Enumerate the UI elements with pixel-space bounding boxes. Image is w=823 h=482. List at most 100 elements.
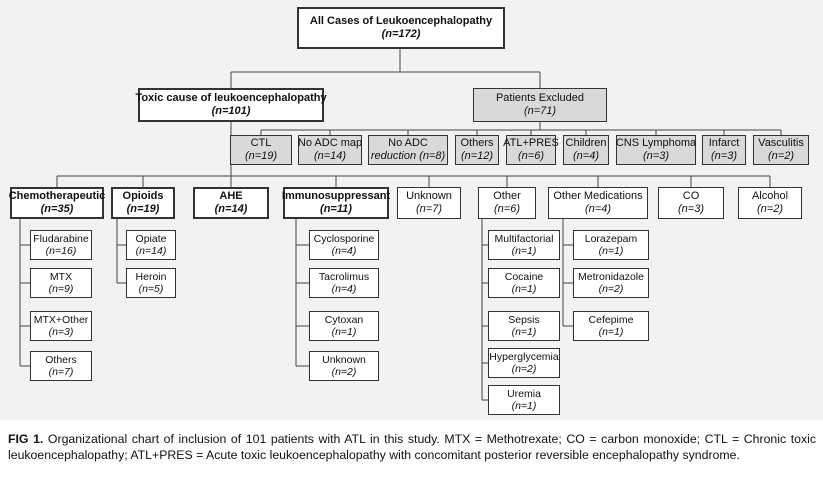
node-excluded-cns-lymphoma-label: CNS Lymphoma bbox=[615, 137, 697, 149]
node-ahe: AHE (n=14) bbox=[193, 187, 269, 219]
node-cocaine: Cocaine (n=1) bbox=[488, 268, 560, 298]
node-lorazepam: Lorazepam (n=1) bbox=[573, 230, 649, 260]
node-opiate: Opiate (n=14) bbox=[126, 230, 176, 260]
node-cefepime-label: Cefepime bbox=[588, 314, 634, 326]
node-all-cases-label: All Cases of Leukoencephalopathy bbox=[309, 15, 493, 27]
node-cytoxan-count: (n=1) bbox=[331, 326, 357, 338]
node-toxic-cause-count: (n=101) bbox=[211, 105, 251, 117]
figure-caption: FIG 1. Organizational chart of inclusion… bbox=[8, 431, 816, 463]
node-immuno-unknown-label: Unknown bbox=[322, 354, 366, 366]
node-other-label: Other bbox=[493, 190, 521, 202]
node-excluded-ctl-count: (n=19) bbox=[244, 150, 278, 162]
node-immunosuppressant-count: (n=11) bbox=[320, 203, 352, 215]
node-other-medications-count: (n=4) bbox=[585, 203, 611, 215]
node-sepsis: Sepsis (n=1) bbox=[488, 311, 560, 341]
node-excluded-vasculitis: Vasculitis (n=2) bbox=[753, 135, 809, 165]
node-lorazepam-label: Lorazepam bbox=[584, 233, 638, 245]
node-heroin-count: (n=5) bbox=[138, 283, 164, 295]
node-cefepime-count: (n=1) bbox=[598, 326, 624, 338]
node-excluded-infarct-label: Infarct bbox=[708, 137, 740, 149]
node-chemo-others: Others (n=7) bbox=[30, 351, 92, 381]
node-metronidazole: Metronidazole (n=2) bbox=[573, 268, 649, 298]
node-excluded-others-count: (n=12) bbox=[460, 150, 494, 162]
node-heroin-label: Heroin bbox=[135, 271, 167, 283]
node-excluded-infarct-count: (n=3) bbox=[711, 150, 737, 162]
node-all-cases: All Cases of Leukoencephalopathy (n=172) bbox=[297, 7, 505, 49]
node-cocaine-count: (n=1) bbox=[511, 283, 537, 295]
node-chemotherapeutic-count: (n=35) bbox=[40, 203, 74, 215]
node-excluded-no-adc-map-count: (n=14) bbox=[313, 150, 347, 162]
node-co-label: CO bbox=[682, 190, 700, 202]
node-other: Other (n=6) bbox=[478, 187, 536, 219]
node-patients-excluded-label: Patients Excluded bbox=[495, 92, 585, 104]
node-uremia: Uremia (n=1) bbox=[488, 385, 560, 415]
node-excluded-others-label: Others bbox=[460, 137, 494, 149]
node-ahe-label: AHE bbox=[219, 190, 243, 202]
node-excluded-children: Children (n=4) bbox=[563, 135, 609, 165]
node-uremia-label: Uremia bbox=[507, 388, 541, 400]
node-other-count: (n=6) bbox=[494, 203, 520, 215]
node-sepsis-label: Sepsis bbox=[508, 314, 540, 326]
node-ahe-count: (n=14) bbox=[214, 203, 248, 215]
node-hyperglycemia-label: Hyperglycemia bbox=[489, 351, 559, 363]
node-opioids-label: Opioids bbox=[122, 190, 164, 202]
node-mtx-other: MTX+Other (n=3) bbox=[30, 311, 92, 341]
node-other-medications: Other Medications (n=4) bbox=[548, 187, 648, 219]
node-chemotherapeutic-label: Chemotherapeutic bbox=[8, 190, 106, 202]
node-co: CO (n=3) bbox=[658, 187, 724, 219]
node-opiate-label: Opiate bbox=[135, 233, 167, 245]
node-excluded-atl-pres: ATL+PRES (n=6) bbox=[503, 135, 559, 165]
node-tacrolimus: Tacrolimus (n=4) bbox=[309, 268, 379, 298]
node-opioids-count: (n=19) bbox=[126, 203, 160, 215]
node-unknown-count: (n=7) bbox=[416, 203, 442, 215]
node-excluded-children-count: (n=4) bbox=[573, 150, 599, 162]
node-immuno-unknown-count: (n=2) bbox=[331, 366, 357, 378]
node-alcohol-label: Alcohol bbox=[751, 190, 789, 202]
node-excluded-infarct: Infarct (n=3) bbox=[702, 135, 746, 165]
node-excluded-children-label: Children bbox=[565, 137, 607, 149]
node-fludarabine-count: (n=16) bbox=[45, 245, 77, 257]
node-mtx: MTX (n=9) bbox=[30, 268, 92, 298]
node-multifactorial-label: Multifactorial bbox=[494, 233, 554, 245]
node-tacrolimus-count: (n=4) bbox=[331, 283, 357, 295]
node-chemo-others-label: Others bbox=[45, 354, 77, 366]
node-alcohol-count: (n=2) bbox=[757, 203, 783, 215]
node-mtx-other-label: MTX+Other bbox=[33, 314, 89, 326]
node-chemo-others-count: (n=7) bbox=[48, 366, 74, 378]
node-toxic-cause: Toxic cause of leukoencephalopathy (n=10… bbox=[135, 88, 327, 122]
node-cytoxan: Cytoxan (n=1) bbox=[309, 311, 379, 341]
connector-lines bbox=[19, 49, 782, 401]
node-toxic-cause-label: Toxic cause of leukoencephalopathy bbox=[135, 92, 327, 104]
node-excluded-ctl: CTL (n=19) bbox=[230, 135, 292, 165]
node-cyclosporine: Cyclosporine (n=4) bbox=[309, 230, 379, 260]
node-excluded-vasculitis-count: (n=2) bbox=[768, 150, 794, 162]
node-patients-excluded: Patients Excluded (n=71) bbox=[473, 88, 607, 122]
node-other-medications-label: Other Medications bbox=[553, 190, 643, 202]
node-heroin: Heroin (n=5) bbox=[126, 268, 176, 298]
node-opiate-count: (n=14) bbox=[135, 245, 167, 257]
node-all-cases-count: (n=172) bbox=[381, 28, 421, 40]
node-unknown-label: Unknown bbox=[406, 190, 452, 202]
node-excluded-no-adc-reduction-count: reduction (n=8) bbox=[370, 150, 446, 162]
node-mtx-other-count: (n=3) bbox=[48, 326, 74, 338]
node-metronidazole-count: (n=2) bbox=[598, 283, 624, 295]
node-excluded-no-adc-map-label: No ADC map bbox=[297, 137, 363, 149]
node-cytoxan-label: Cytoxan bbox=[324, 314, 364, 326]
node-excluded-no-adc-map: No ADC map (n=14) bbox=[298, 135, 362, 165]
node-excluded-cns-lymphoma: CNS Lymphoma (n=3) bbox=[616, 135, 696, 165]
node-metronidazole-label: Metronidazole bbox=[578, 271, 644, 283]
node-alcohol: Alcohol (n=2) bbox=[738, 187, 802, 219]
node-immunosuppressant: Immunosuppressant (n=11) bbox=[282, 187, 390, 219]
figure-label: FIG 1. bbox=[8, 432, 44, 446]
node-patients-excluded-count: (n=71) bbox=[523, 105, 557, 117]
node-fludarabine: Fludarabine (n=16) bbox=[30, 230, 92, 260]
node-mtx-count: (n=9) bbox=[48, 283, 74, 295]
node-excluded-atl-pres-count: (n=6) bbox=[518, 150, 544, 162]
node-lorazepam-count: (n=1) bbox=[598, 245, 624, 257]
node-cyclosporine-label: Cyclosporine bbox=[313, 233, 375, 245]
node-uremia-count: (n=1) bbox=[511, 400, 537, 412]
node-immuno-unknown: Unknown (n=2) bbox=[309, 351, 379, 381]
node-opioids: Opioids (n=19) bbox=[111, 187, 175, 219]
node-unknown: Unknown (n=7) bbox=[397, 187, 461, 219]
node-excluded-others: Others (n=12) bbox=[455, 135, 499, 165]
